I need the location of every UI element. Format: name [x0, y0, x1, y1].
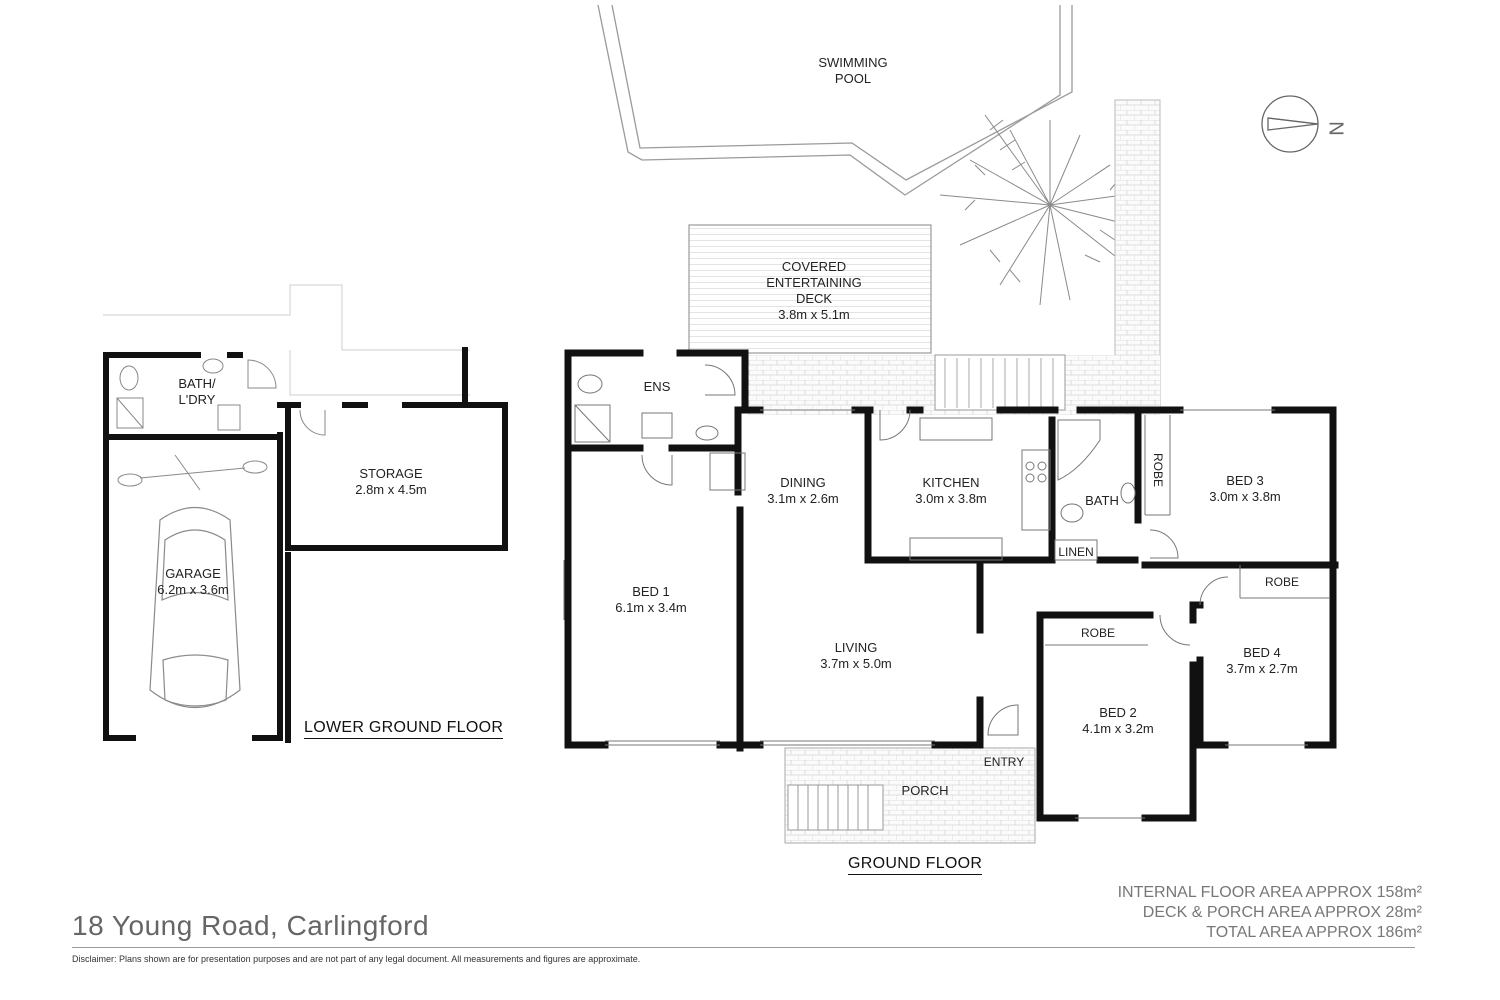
linen-name: LINEN — [1058, 545, 1094, 559]
bed1-dims: 6.1m x 3.4m — [615, 600, 687, 615]
covered-deck — [688, 224, 1066, 411]
motorbike-outline — [117, 454, 268, 491]
bath-ldry-fixtures — [116, 358, 326, 436]
robe-bed3-name: ROBE — [1151, 452, 1165, 488]
footer-divider — [72, 947, 1415, 948]
robe-bed4-label: ROBE — [1265, 574, 1299, 590]
bed4-label: BED 4 3.7m x 2.7m — [1226, 645, 1298, 677]
storage-name: STORAGE — [359, 466, 423, 481]
bed3-dims: 3.0m x 3.8m — [1209, 489, 1281, 504]
bed2-name: BED 2 — [1099, 705, 1137, 720]
pool-label: SWIMMING POOL — [818, 55, 887, 87]
disclaimer-text: Disclaimer: Plans shown are for presenta… — [72, 954, 641, 964]
deck-label-line3: DECK — [795, 291, 833, 306]
deck-label: COVERED ENTERTAINING DECK 3.8m x 5.1m — [766, 259, 862, 323]
storage-dims: 2.8m x 4.5m — [355, 482, 427, 497]
car-outline — [149, 507, 241, 708]
bed3-name: BED 3 — [1226, 473, 1264, 488]
garage-label: GARAGE 6.2m x 3.6m — [157, 566, 229, 598]
bed1-label: BED 1 6.1m x 3.4m — [615, 584, 687, 616]
deck-label-line1: COVERED — [781, 259, 847, 274]
kitchen-dims: 3.0m x 3.8m — [915, 491, 987, 506]
bed4-name: BED 4 — [1243, 645, 1281, 660]
bed3-label: BED 3 3.0m x 3.8m — [1209, 473, 1281, 505]
pool-label-line2: POOL — [834, 71, 872, 86]
garage-name: GARAGE — [165, 566, 221, 581]
bath-ldry-line1: BATH/ — [178, 376, 216, 391]
property-address: 18 Young Road, Carlingford — [72, 910, 430, 941]
bed4-dims: 3.7m x 2.7m — [1226, 661, 1298, 676]
total-area: TOTAL AREA APPROX 186m² — [1206, 924, 1422, 941]
area-summary: INTERNAL FLOOR AREA APPROX 158m² DECK & … — [1118, 883, 1422, 943]
ens-label: ENS — [644, 379, 671, 395]
kitchen-name: KITCHEN — [922, 475, 980, 490]
bath-ldry-line2: L'DRY — [178, 392, 216, 407]
ground-floor-details — [563, 364, 1330, 819]
compass-north-label: N — [1324, 121, 1347, 136]
bed1-name: BED 1 — [632, 584, 670, 599]
bath-label: BATH — [1085, 493, 1119, 509]
swimming-pool — [597, 4, 1073, 196]
lower-ground-walls — [103, 347, 508, 743]
porch-name: PORCH — [901, 783, 949, 798]
porch-label: PORCH — [902, 783, 949, 799]
dining-dims: 3.1m x 2.6m — [767, 491, 839, 506]
robe-bed4-name: ROBE — [1264, 575, 1300, 589]
lower-ground-floor-title: LOWER GROUND FLOOR — [304, 719, 504, 739]
bed2-label: BED 2 4.1m x 3.2m — [1082, 705, 1154, 737]
dining-label: DINING 3.1m x 2.6m — [767, 475, 839, 507]
compass-icon — [1261, 95, 1319, 153]
deck-dims: 3.8m x 5.1m — [778, 307, 850, 322]
bath-ldry-label: BATH/ L'DRY — [178, 376, 215, 408]
ground-floor-walls — [564, 349, 1339, 822]
garage-dims: 6.2m x 3.6m — [157, 582, 229, 597]
ground-floor-title: GROUND FLOOR — [848, 855, 983, 875]
deck-label-line2: ENTERTAINING — [766, 275, 862, 290]
kitchen-label: KITCHEN 3.0m x 3.8m — [915, 475, 987, 507]
robe-bed3-label: ROBE — [1150, 453, 1166, 487]
entry-label: ENTRY — [984, 754, 1024, 770]
pool-label-line1: SWIMMING — [818, 55, 888, 70]
linen-label: LINEN — [1058, 544, 1093, 560]
internal-area: INTERNAL FLOOR AREA APPROX 158m² — [1117, 884, 1422, 901]
living-dims: 3.7m x 5.0m — [820, 656, 892, 671]
bath-name: BATH — [1085, 493, 1119, 508]
robe-bed2-label: ROBE — [1081, 625, 1115, 641]
dining-name: DINING — [780, 475, 826, 490]
bed2-dims: 4.1m x 3.2m — [1082, 721, 1154, 736]
site-lines — [103, 284, 470, 396]
living-label: LIVING 3.7m x 5.0m — [820, 640, 892, 672]
porch-stairs — [787, 784, 884, 831]
deck-porch-area: DECK & PORCH AREA APPROX 28m² — [1142, 904, 1422, 921]
entry-name: ENTRY — [983, 755, 1025, 769]
living-name: LIVING — [834, 640, 878, 655]
robe-bed2-name: ROBE — [1080, 626, 1116, 640]
ens-name: ENS — [643, 379, 671, 394]
storage-label: STORAGE 2.8m x 4.5m — [355, 466, 427, 498]
